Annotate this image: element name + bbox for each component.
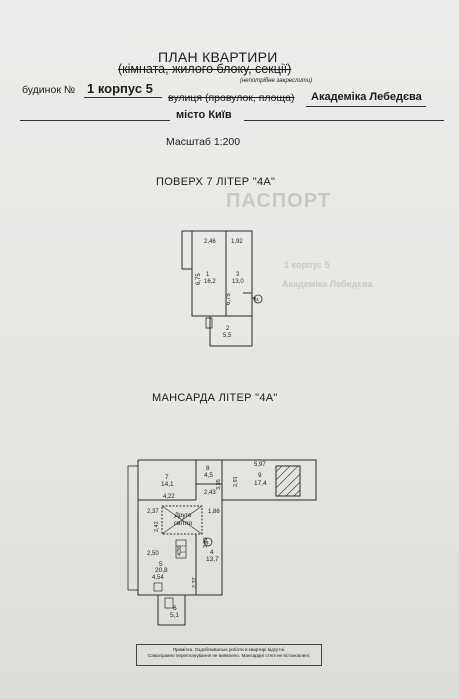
attic-dim-237a: 2,37 (147, 509, 159, 515)
attic-dim-186: 1,86 (208, 509, 220, 515)
attic-room-8-num: 8 (206, 465, 210, 472)
floor7-room-1-num: 1 (206, 272, 210, 278)
floor7-title: ПОВЕРХ 7 ЛІТЕР "4А" (156, 176, 276, 188)
attic-riser-marker (203, 537, 213, 547)
attic-bath-fixture (164, 597, 174, 609)
attic-left-wall-strip (127, 465, 139, 591)
floor7-dim-h1: 6,75 (196, 273, 202, 285)
floor7-room-2-outline (209, 315, 253, 347)
city-rule-right (244, 120, 444, 121)
attic-room-8-area: 4,5 (204, 472, 213, 479)
attic-room-5-area: 20,8 (155, 567, 168, 574)
attic-dim-422: 4,22 (163, 494, 175, 500)
second-light-void (161, 505, 203, 535)
plan-subtitle: (кімната, жилого блоку, секції) (118, 62, 292, 76)
plan-title: ПЛАН КВАРТИРИ (158, 49, 278, 65)
attic-dim-242: 2,42 (154, 521, 160, 532)
floor7-loggia (181, 230, 193, 270)
attic-dim-237b: 2,37 (192, 577, 198, 588)
attic-title: МАНСАРДА ЛІТЕР "4А" (152, 392, 278, 404)
floor7-dim-w2: 1,92 (231, 239, 243, 245)
building-underline (84, 97, 162, 98)
attic-room-5-num: 5 (159, 561, 163, 568)
attic-dim-454: 4,54 (152, 575, 164, 581)
attic-room-7-num: 7 (165, 474, 169, 481)
floor7-room-2-area: 5,5 (223, 333, 232, 339)
floor7-riser-marker (253, 294, 263, 304)
attic-dim-597: 5,97 (254, 462, 266, 468)
floor7-room-3-area: 13,0 (232, 279, 244, 285)
attic-dim-243: 2,43 (204, 490, 216, 496)
attic-room-4-num: 4 (210, 549, 214, 556)
building-value: 1 корпус 5 (87, 81, 153, 96)
floor7-dim-w1: 2,46 (204, 239, 216, 245)
attic-room-6-area: 5,1 (170, 612, 179, 619)
scale-label: Масштаб 1:200 (166, 136, 241, 148)
attic-dim-430: 4,30 (177, 545, 183, 556)
attic-dim-335: 3,35 (216, 479, 222, 490)
attic-room-4-area: 13,7 (206, 556, 219, 563)
attic-room-7-area: 14,1 (161, 481, 174, 488)
attic-dim-250: 2,50 (147, 551, 159, 557)
attic-room-9-area: 17,4 (254, 480, 267, 487)
street-underline (306, 106, 426, 107)
street-value: Академіка Лебедєва (311, 91, 422, 103)
attic-skylight-hatch (275, 465, 301, 497)
attic-skylight (275, 465, 301, 497)
bleedthrough-line-1: 1 корпус 5 (284, 260, 330, 270)
bleedthrough-line-2: Академіка Лебедєва (282, 279, 373, 289)
attic-riser-label: 81 (204, 540, 210, 545)
street-label: вулиця (провулок, площа) (168, 92, 295, 104)
attic-room-9-num: 9 (258, 472, 262, 479)
city-rule-left (20, 120, 170, 121)
bleedthrough-title: ПАСПОРТ (226, 190, 331, 212)
building-label: будинок № (22, 84, 76, 96)
note-stamp: Примітка. Оздоблювальні роботи в квартир… (136, 644, 322, 666)
attic-dim-333: 3,33 (203, 537, 209, 548)
note-stamp-line-2: Самоправно перепланування не виявлено. М… (147, 653, 311, 658)
floor7-room-1-area: 16,2 (204, 279, 216, 285)
floor7-room-3-num: 3 (236, 272, 240, 278)
attic-stairs (175, 539, 187, 559)
second-light-label: Друге світло (173, 512, 193, 527)
city-value: місто Київ (176, 109, 232, 121)
floor7-riser-label: 81 (254, 297, 260, 302)
attic-dim-291: 2,91 (233, 476, 239, 487)
attic-room-6-num: 6 (173, 605, 177, 612)
note-stamp-line-1: Примітка. Оздоблювальні роботи в квартир… (172, 647, 286, 652)
floor7-room-2-num: 2 (226, 326, 230, 332)
floor7-dim-h2: 6,75 (226, 293, 232, 305)
plan-subtitle-note: (непотрібне закреслити) (240, 78, 313, 84)
floor7-door-symbol (205, 317, 213, 329)
